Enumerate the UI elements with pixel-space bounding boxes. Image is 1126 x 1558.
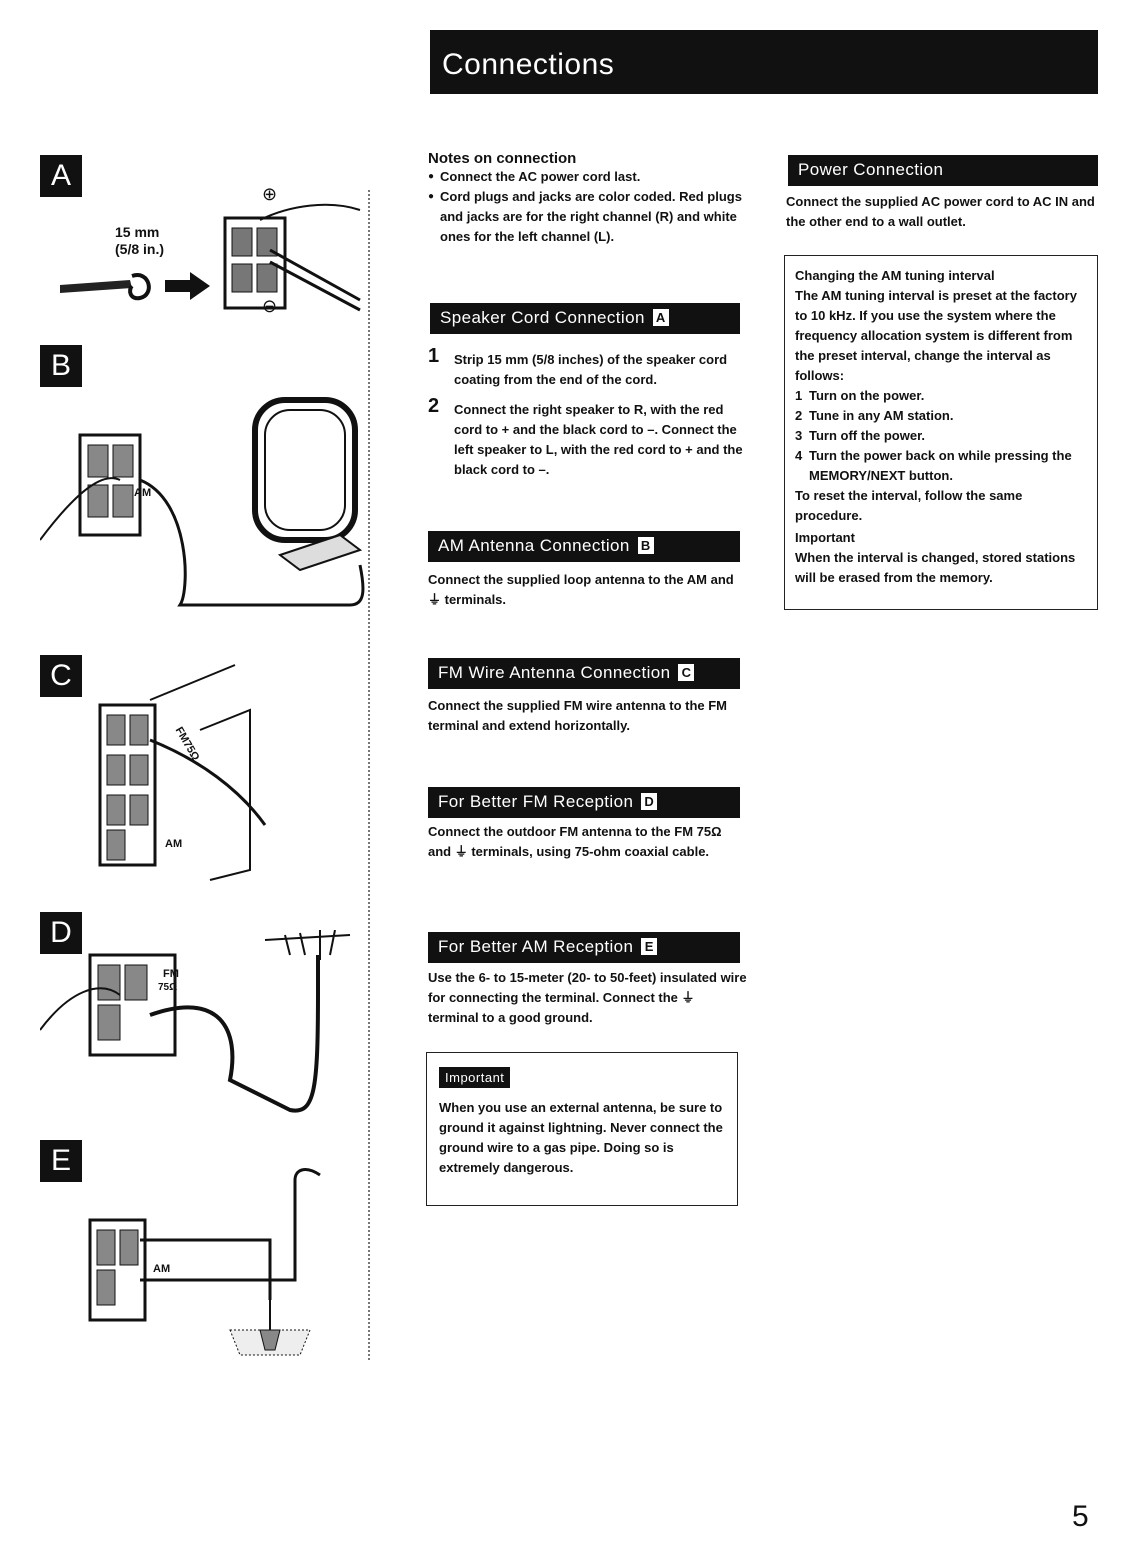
am-interval-reset: To reset the interval, follow the same p… [795,488,1023,523]
speaker-cord-illustration [60,203,361,312]
notes-bullet: Cord plugs and jacks are color coded. Re… [428,187,748,247]
column-divider [368,190,370,1360]
better-am-figure-ref: E [641,938,658,955]
am-loop-antenna-illustration [40,397,365,607]
ohm-terminal-label-d: 75Ω [158,982,178,993]
figure-letter-e: E [40,1140,82,1182]
important-box: Important When you use an external anten… [426,1052,738,1206]
fm-wire-text: Connect the supplied FM wire antenna to … [428,698,728,733]
am-antenna-text: Connect the supplied loop antenna to the… [428,572,734,607]
notes-heading: Notes on connection [428,150,577,167]
am-antenna-figure-ref: B [637,537,654,554]
important-text: When you use an external antenna, be sur… [439,1100,723,1175]
am-interval-heading: Changing the AM tuning interval [795,268,995,283]
notes-section: Notes on connection Connect the AC power… [428,150,748,247]
am-terminal-label-b: AM [134,487,152,499]
speaker-figure-ref: A [652,309,669,326]
am-terminal-label-c: AM [165,838,183,850]
plus-terminal-label: ⊕ [262,184,278,204]
notes-bullet: Connect the AC power cord last. [428,167,748,187]
figure-letter-b: B [40,345,82,387]
strip-length-label: 15 mm (5/8 in.) [115,224,165,257]
am-ground-wire-illustration [88,1168,321,1356]
better-am-text: Use the 6- to 15-meter (20- to 50-feet) … [428,970,747,1025]
figure-letter-a: A [40,155,82,197]
am-interval-intro: The AM tuning interval is preset at the … [795,288,1077,383]
fm-terminal-label-d: FM [163,968,179,980]
page-title: Connections [442,48,615,81]
power-text: Connect the supplied AC power cord to AC… [786,194,1095,229]
page-number: 5 [1072,1500,1089,1533]
better-fm-figure-ref: D [641,793,658,810]
figure-letter-d: D [40,912,82,954]
fm-wire-figure-ref: C [678,664,695,681]
am-interval-box: Changing the AM tuning interval The AM t… [784,255,1098,610]
outdoor-fm-antenna-illustration [40,930,351,1113]
minus-terminal-label: ⊖ [262,296,278,316]
page-title-bar: Connections [430,30,1098,94]
am-interval-important-heading: Important [795,530,855,545]
better-fm-text: Connect the outdoor FM antenna to the FM… [428,824,722,859]
figure-letter-c: C [40,655,82,697]
important-tag: Important [439,1067,511,1088]
power-section-header: Power Connection [788,155,1098,186]
am-interval-important-text: When the interval is changed, stored sta… [795,550,1076,585]
fm-wire-antenna-illustration [98,664,267,881]
am-terminal-label-e: AM [153,1263,171,1275]
